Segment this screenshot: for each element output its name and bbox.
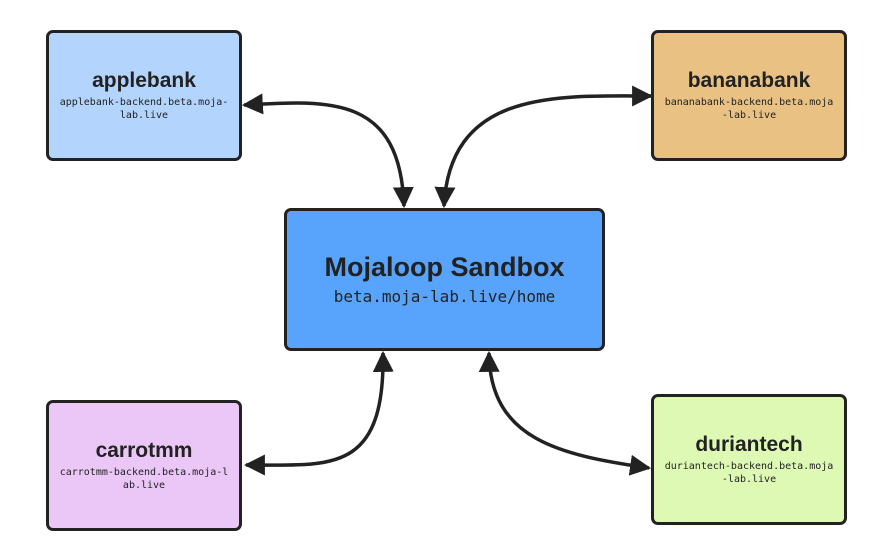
carrotmm-host: carrotmm-backend.beta.moja-lab.live — [59, 467, 229, 491]
bananabank-title: bananabank — [687, 68, 811, 92]
edge-applebank-center — [241, 93, 414, 209]
applebank-host: applebank-backend.beta.moja-lab.live — [59, 97, 229, 121]
duriantech-host: duriantech-backend.beta.moja-lab.live — [664, 461, 834, 485]
mojaloop-sandbox-node: Mojaloop Sandbox beta.moja-lab.live/home — [284, 208, 605, 351]
duriantech-title: duriantech — [695, 432, 803, 456]
applebank-node: applebank applebank-backend.beta.moja-la… — [46, 30, 242, 161]
mojaloop-sandbox-title: Mojaloop Sandbox — [324, 252, 565, 283]
edge-carrotmm-center — [243, 350, 394, 476]
edge-duriantech-center — [478, 350, 652, 476]
applebank-title: applebank — [92, 68, 196, 92]
bananabank-node: bananabank bananabank-backend.beta.moja-… — [651, 30, 847, 161]
duriantech-node: duriantech duriantech-backend.beta.moja-… — [651, 394, 847, 525]
bananabank-host: bananabank-backend.beta.moja-lab.live — [664, 97, 834, 121]
edge-bananabank-center — [434, 85, 654, 209]
carrotmm-node: carrotmm carrotmm-backend.beta.moja-lab.… — [46, 400, 242, 531]
carrotmm-title: carrotmm — [95, 438, 193, 462]
mojaloop-sandbox-host: beta.moja-lab.live/home — [333, 286, 556, 306]
